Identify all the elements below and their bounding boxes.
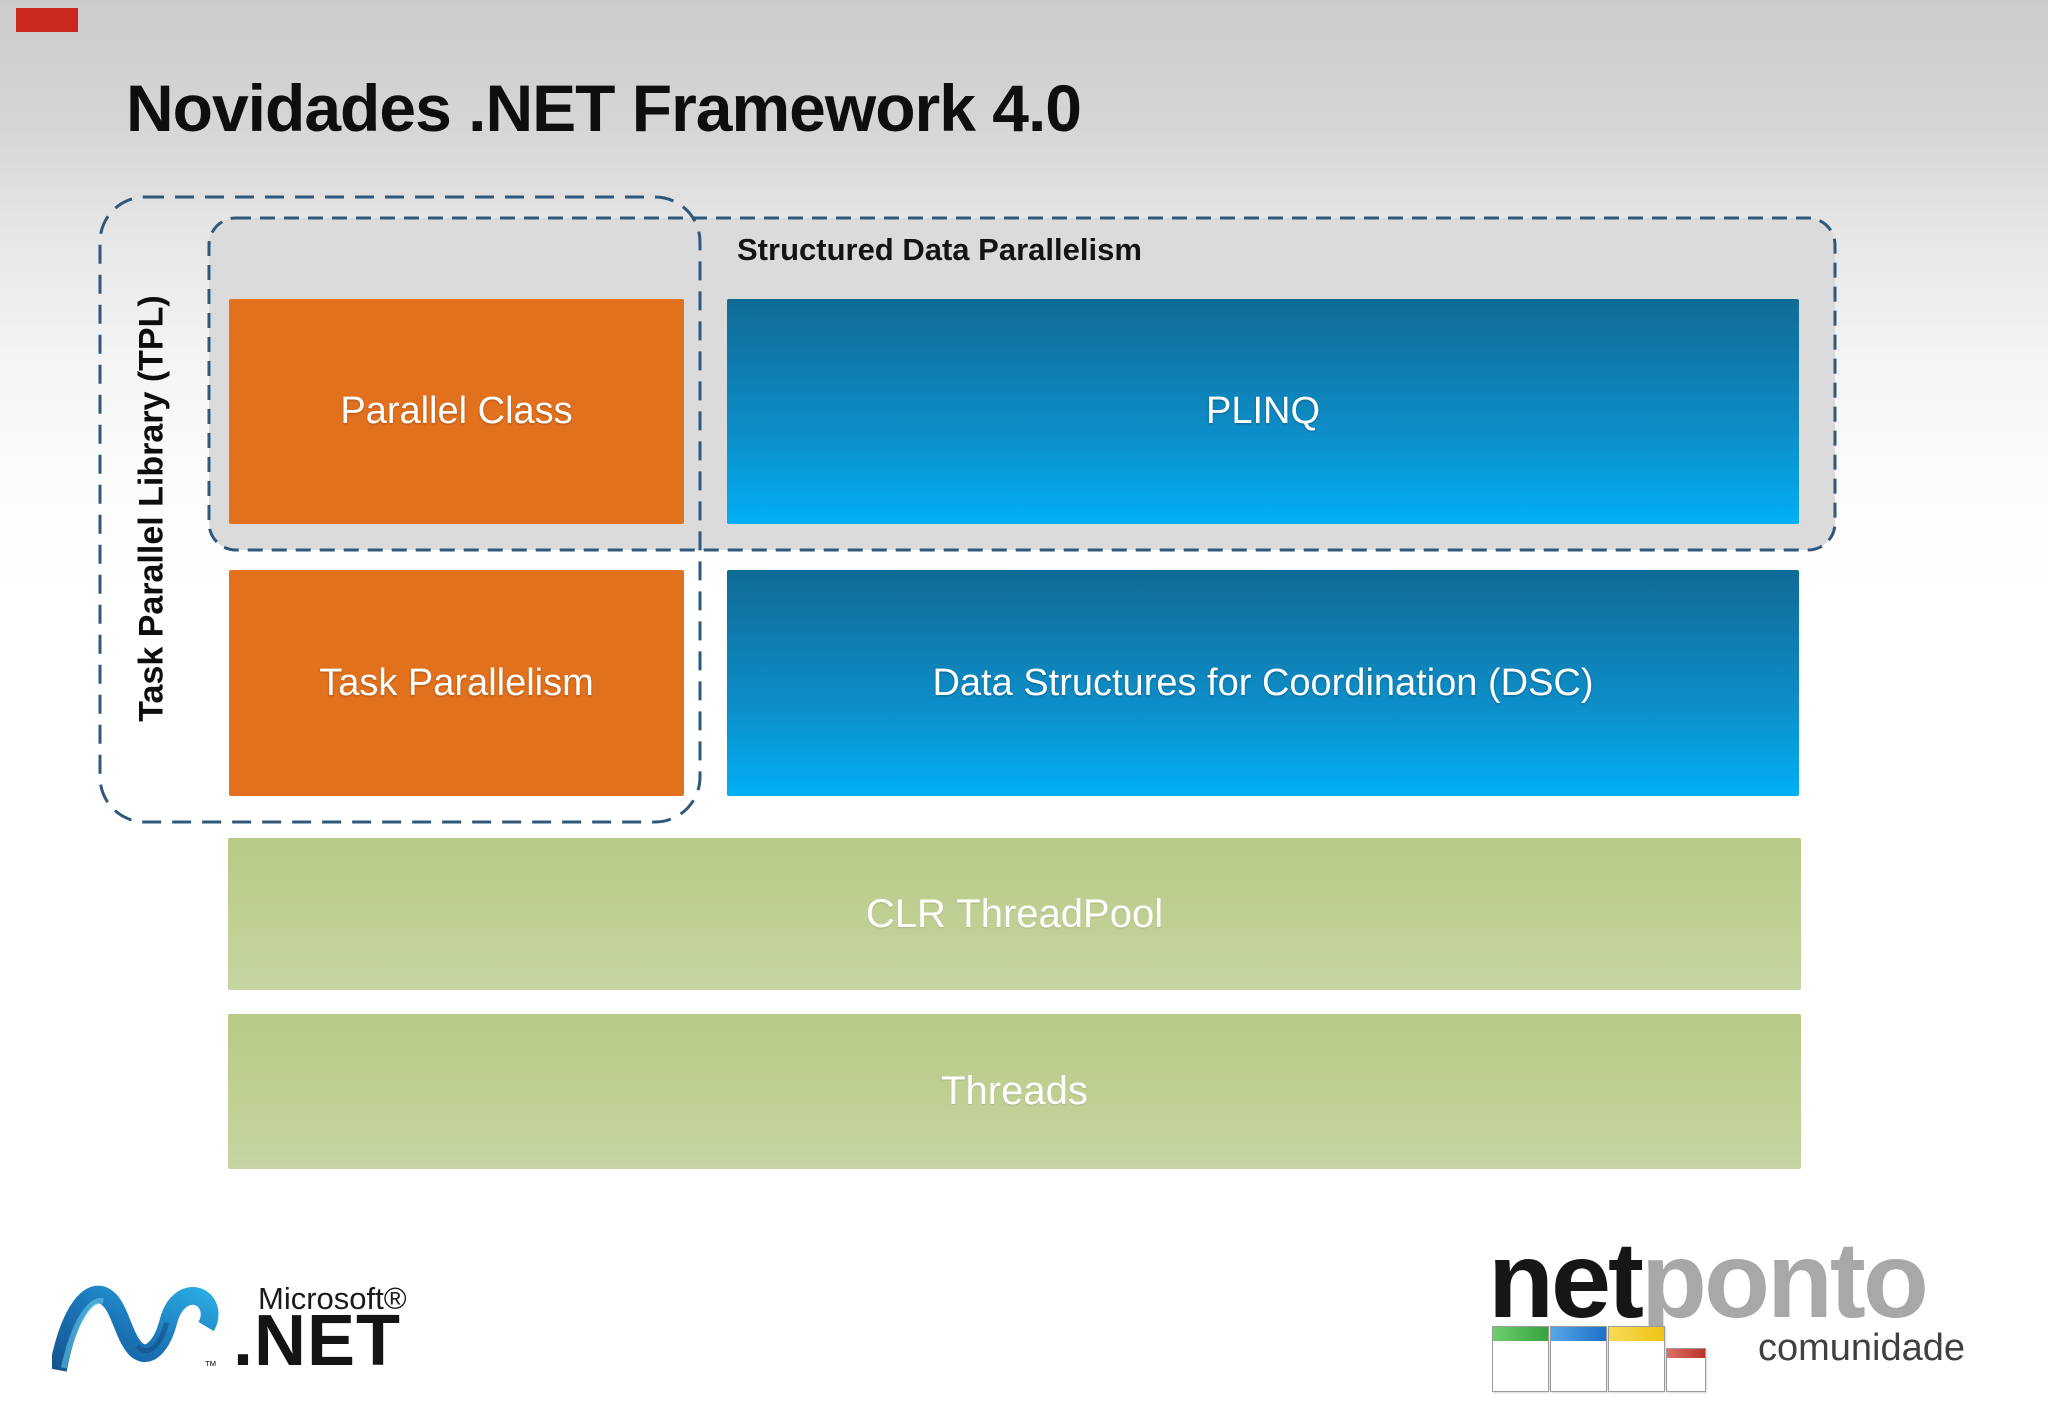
box-parallel-class: Parallel Class [229,299,684,524]
dotnet-swoosh-icon [52,1285,219,1372]
box-plinq-label: PLINQ [1205,390,1321,432]
tpl-group-outline [98,195,702,824]
microsoft-wordmark: Microsoft® [258,1281,407,1316]
box-task-parallelism-label: Task Parallelism [319,661,594,704]
netponto-wordmark: netponto [1488,1226,1929,1334]
netponto-subtitle: comunidade [1758,1327,1966,1369]
netponto-net: net [1488,1219,1644,1340]
dotnet-wordmark: .NET [233,1301,402,1381]
box-threads-label: Threads [941,1069,1088,1113]
box-task-parallelism: Task Parallelism [229,570,684,796]
window-icon-blue [1550,1326,1607,1392]
window-icon-red [1666,1348,1706,1392]
box-parallel-class-label: Parallel Class [340,390,573,432]
box-threads: Threads [228,1014,1801,1169]
page-title: Novidades .NET Framework 4.0 [126,71,1082,145]
trademark-symbol: ™ [204,1358,217,1373]
box-plinq: PLINQ [727,299,1799,524]
box-dsc: Data Structures for Coordination (DSC) [727,570,1799,796]
window-icon-green [1492,1326,1549,1392]
box-clr-threadpool-label: CLR ThreadPool [865,891,1164,936]
netponto-ponto: ponto [1641,1219,1929,1340]
box-dsc-label: Data Structures for Coordination (DSC) [932,661,1594,704]
window-icon-yellow [1608,1326,1665,1392]
sdp-group-label: Structured Data Parallelism [737,232,1142,267]
accent-bar [16,8,78,32]
microsoft-dotnet-logo: ™ Microsoft® .NET [52,1278,472,1398]
netponto-logo: netponto comunidade [1488,1226,2048,1418]
box-clr-threadpool: CLR ThreadPool [228,838,1801,990]
